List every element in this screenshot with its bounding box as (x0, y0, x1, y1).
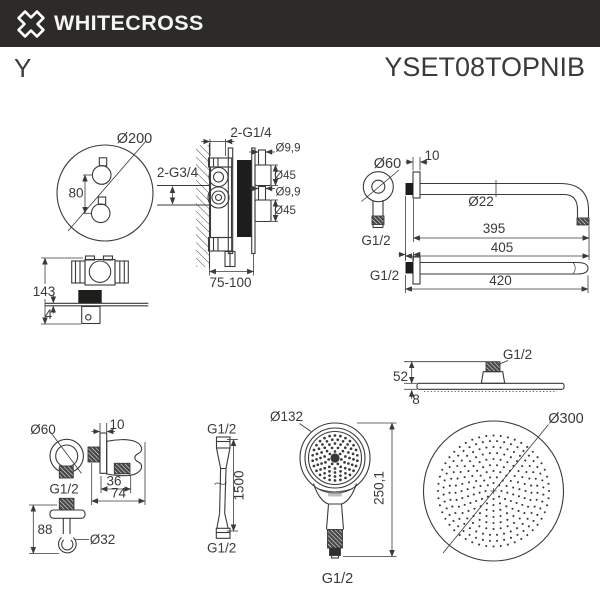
diagram-wall-outlet: Ø60 G1/2 88 Ø32 10 36 74 (29, 417, 146, 554)
dim-head-diameter: Ø300 (548, 411, 583, 427)
dim-hand-thread: G1/2 (322, 571, 353, 587)
dim-inlet-ports: 2-G3/4 (157, 165, 199, 180)
dim-stem-top: Ø9,9 (276, 143, 301, 155)
diagram-shower-arm: Ø60 G1/2 10 Ø22 395 405 G1/2 (361, 148, 590, 293)
diagram-head-plan-view: Ø300 (422, 411, 584, 562)
dim-arm-420: 420 (489, 273, 512, 288)
trim-plate-section (237, 160, 252, 237)
wall-hatch (196, 145, 210, 267)
dim-head-edge: 8 (412, 392, 420, 407)
dim-plate-thickness: 4 (45, 307, 53, 322)
dim-mount-depth: 75-100 (209, 275, 251, 290)
dim-hose-thread-bottom: G1/2 (207, 541, 236, 556)
nozzle-dots (436, 434, 551, 548)
dim-stem-bottom: Ø9,9 (276, 187, 301, 199)
dim-arm-395: 395 (483, 221, 506, 236)
dim-knob-bottom: Ø45 (274, 205, 296, 217)
dim-hand-length: 250,1 (372, 471, 387, 505)
model-code: YSET08TOPNIB (384, 52, 585, 82)
dim-hose-thread-top: G1/2 (207, 422, 236, 437)
brand-name: WHITECROSS (54, 11, 204, 35)
dim-arm-405: 405 (491, 240, 514, 255)
dim-arm-plate: 10 (424, 148, 439, 163)
dim-holder-depth: 36 (106, 474, 121, 489)
diagram-hose: G1/2 1500 G1/2 (207, 422, 246, 556)
dim-valve-height: 143 (33, 284, 56, 299)
dim-hand-diameter: Ø132 (270, 409, 303, 424)
diagram-mixer-plan-view: 143 4 (33, 255, 149, 325)
header-bar: WHITECROSS (0, 0, 600, 47)
diagram-mixer-side-view: 2-G3/4 2-G1/4 Ø9,9 Ø45 Ø9,9 (157, 125, 301, 290)
diagram-head-side-view: G1/2 52 8 (393, 347, 565, 407)
dim-hose-length: 1500 (232, 470, 247, 500)
dim-arm-thread2: G1/2 (370, 268, 399, 283)
whitecross-x-logo-icon (17, 9, 45, 38)
dim-outlet-drop: 88 (37, 522, 52, 537)
diagram-hand-shower: Ø132 250,1 G1/2 (270, 409, 397, 587)
dim-head-height: 52 (393, 369, 408, 384)
dim-outlet-elbow: Ø32 (90, 532, 116, 547)
dim-outlet-escutcheon: Ø60 (30, 422, 56, 437)
dim-knob-top: Ø45 (274, 170, 296, 182)
dim-total-depth: 74 (111, 486, 127, 501)
dim-outlet-thread: G1/2 (49, 482, 78, 497)
dim-outlet-ports: 2-G1/4 (230, 125, 272, 140)
dim-arm-escutcheon: Ø60 (374, 156, 401, 172)
spray-dots (311, 434, 359, 482)
diagram-mixer-front-view: 80 Ø200 (56, 131, 154, 242)
dim-arm-tube: Ø22 (468, 194, 494, 209)
dim-plate-diameter: Ø200 (117, 131, 152, 147)
dim-handle-spacing: 80 (68, 186, 83, 201)
series-code: Y (14, 53, 32, 83)
dim-outlet-plate: 10 (109, 417, 124, 432)
dim-head-thread: G1/2 (503, 347, 532, 362)
dim-arm-thread: G1/2 (361, 233, 390, 248)
